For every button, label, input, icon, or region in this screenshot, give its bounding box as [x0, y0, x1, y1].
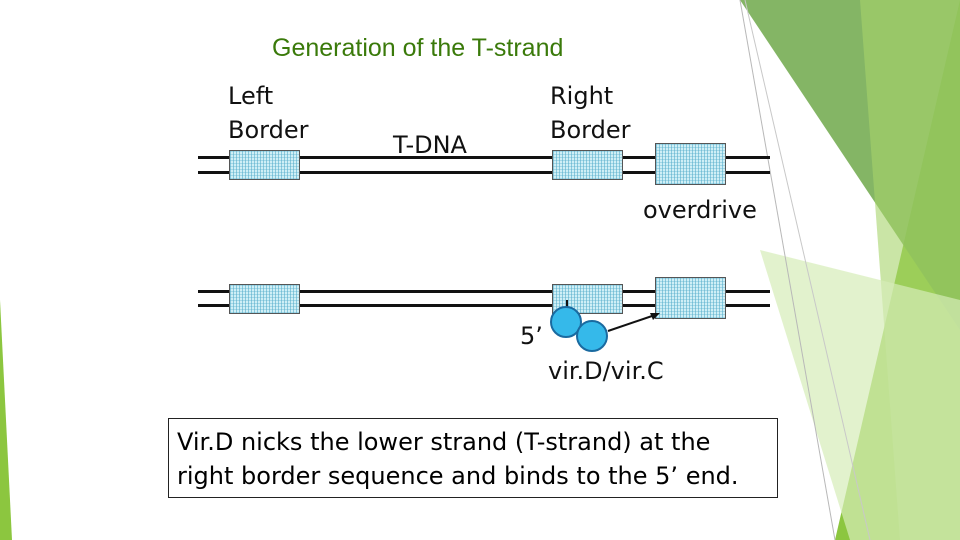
virc-protein	[576, 320, 608, 352]
top-upper-strand	[198, 156, 770, 159]
right-border-label-line2: Border	[550, 116, 631, 144]
virdc-label: vir.D/vir.C	[548, 357, 664, 385]
bottom-lower-strand-left	[198, 304, 558, 307]
overdrive-arrow	[607, 313, 660, 332]
overdrive-label: overdrive	[643, 196, 757, 224]
overdrive-box-bottom	[655, 277, 726, 319]
bottom-upper-strand	[198, 290, 770, 293]
tdna-label: T-DNA	[393, 131, 467, 159]
overdrive-box-top	[655, 143, 726, 185]
caption-box: Vir.D nicks the lower strand (T-strand) …	[168, 418, 778, 498]
five-prime-label: 5’	[520, 322, 543, 350]
left-border-label-line2: Border	[228, 116, 309, 144]
left-border-label-line1: Left	[228, 82, 274, 110]
caption-line-2: right border sequence and binds to the 5…	[177, 462, 739, 490]
deco-line-1	[739, 0, 836, 540]
right-pale-panel	[760, 250, 960, 540]
left-border-box-top	[229, 150, 300, 180]
slide-title: Generation of the T-strand	[272, 34, 564, 62]
right-border-box-bottom	[552, 284, 623, 314]
nick-mark	[566, 300, 568, 310]
right-border-box-top	[552, 150, 623, 180]
left-border-box-bottom	[229, 284, 300, 314]
top-lower-strand	[198, 171, 770, 174]
caption-line-1: Vir.D nicks the lower strand (T-strand) …	[177, 428, 711, 456]
deco-line-2	[744, 0, 871, 540]
right-border-label-line1: Right	[550, 82, 614, 110]
left-green-strip	[0, 300, 12, 540]
